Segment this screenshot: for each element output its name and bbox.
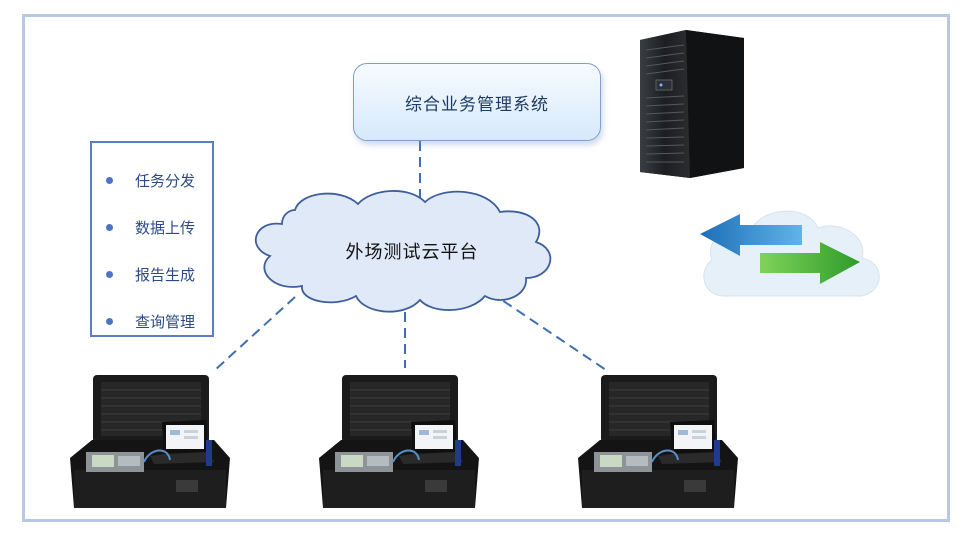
- connector-cloud-terminal-left: [214, 296, 296, 371]
- feature-list-box: 任务分发 数据上传 报告生成 查询管理: [90, 141, 214, 337]
- connector-lines: [214, 141, 607, 371]
- server-tower-icon: [640, 30, 744, 178]
- diagram-frame: [22, 14, 950, 522]
- connector-cloud-terminal-right: [489, 291, 607, 371]
- list-item-label: 数据上传: [135, 219, 196, 237]
- platform-cloud-shape: [254, 190, 552, 313]
- bullet-icon: [106, 318, 113, 325]
- test-case-terminal-icon-center: [318, 374, 480, 509]
- list-item: 查询管理: [92, 298, 212, 345]
- sync-arrows-cloud-icon: [700, 210, 880, 297]
- cloud-platform-label: 外场测试云平台: [345, 242, 479, 263]
- list-item: 数据上传: [92, 204, 212, 251]
- business-management-system-box: 综合业务管理系统: [353, 63, 601, 141]
- list-item-label: 查询管理: [135, 313, 196, 331]
- list-item-label: 任务分发: [135, 172, 196, 190]
- bullet-icon: [106, 224, 113, 231]
- list-item: 报告生成: [92, 251, 212, 298]
- bullet-icon: [106, 177, 113, 184]
- bullet-icon: [106, 271, 113, 278]
- test-case-terminal-icon-right: [577, 374, 739, 509]
- system-box-label: 综合业务管理系统: [405, 94, 549, 115]
- test-case-terminal-icon: [70, 375, 230, 508]
- list-item: 任务分发: [92, 157, 212, 204]
- list-item-label: 报告生成: [135, 266, 196, 284]
